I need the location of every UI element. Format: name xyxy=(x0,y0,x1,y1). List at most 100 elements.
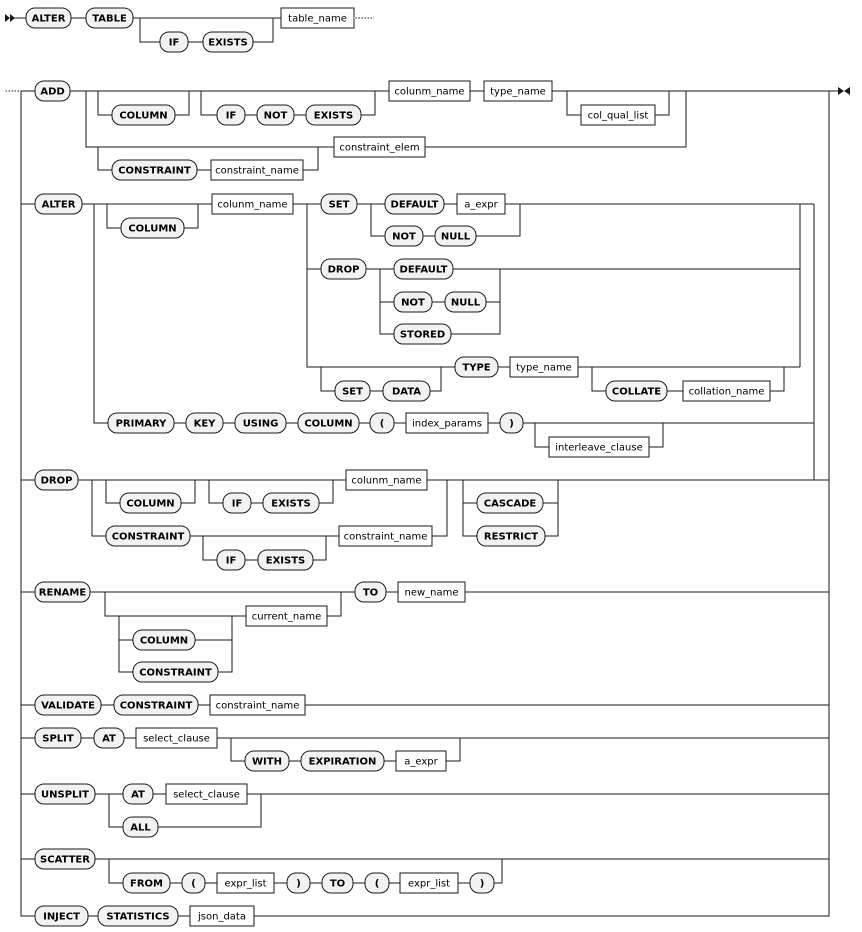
keyword-label: EXISTS xyxy=(208,38,248,49)
nonterminal-expr-list: expr_list xyxy=(399,872,459,894)
keyword-label: SPLIT xyxy=(42,734,74,745)
keyword-box xyxy=(97,905,179,927)
start-arrow xyxy=(10,14,15,22)
keyword-restrict: RESTRICT xyxy=(476,525,546,547)
keyword-to: TO xyxy=(321,872,354,894)
nonterminal-new-name: new_name xyxy=(397,581,466,603)
keyword-box xyxy=(34,905,89,927)
keyword-label: STORED xyxy=(400,330,445,341)
connector-line xyxy=(195,616,233,641)
connector-line xyxy=(118,616,133,673)
keyword-column: COLUMN xyxy=(119,492,182,514)
keyword-box xyxy=(185,412,224,434)
nonterminal-current-name: current_name xyxy=(245,605,328,627)
keyword-add: ADD xyxy=(34,80,71,102)
keyword-label: ) xyxy=(480,879,485,890)
keyword-using: USING xyxy=(234,412,287,434)
keyword-box xyxy=(105,525,191,547)
keyword-box xyxy=(454,356,499,378)
nonterminal-label: collation_name xyxy=(689,387,765,398)
connector-line xyxy=(313,536,327,561)
nonterminal-box xyxy=(211,193,294,215)
nonterminal-box xyxy=(397,581,466,603)
keyword-unsplit: UNSPLIT xyxy=(34,783,96,805)
nonterminal-label: a_expr xyxy=(404,757,438,768)
nonterminal-box xyxy=(483,80,553,102)
keyword-lparen: ( xyxy=(364,872,390,894)
nonterminal-box xyxy=(456,193,506,215)
keyword-box xyxy=(393,323,452,345)
connector-line xyxy=(85,91,334,148)
connector-line xyxy=(253,18,274,43)
keyword-label: INJECT xyxy=(43,912,80,923)
keyword-label: DEFAULT xyxy=(400,265,448,276)
keyword-box xyxy=(111,104,176,126)
keyword-box xyxy=(122,783,154,805)
connector-line xyxy=(139,18,160,43)
connector-line xyxy=(303,147,319,171)
keyword-label: CONSTRAINT xyxy=(112,532,185,543)
nonterminal-colunm-name: colunm_name xyxy=(388,80,471,102)
keyword-label: RENAME xyxy=(39,588,87,599)
keyword-label: USING xyxy=(243,419,279,430)
nonterminal-label: expr_list xyxy=(224,879,266,890)
keyword-box xyxy=(202,31,254,53)
nonterminal-select-clause: select_clause xyxy=(135,727,218,749)
connector-line xyxy=(566,91,581,116)
keyword-column: COLUMN xyxy=(120,217,185,239)
keyword-null: NULL xyxy=(434,225,477,247)
keyword-with: WITH xyxy=(244,750,290,772)
keyword-box xyxy=(382,380,431,402)
nonterminal-label: constraint_name xyxy=(216,701,300,712)
keyword-box xyxy=(132,661,219,683)
keyword-rparen: ) xyxy=(469,872,495,894)
keyword-label: IF xyxy=(232,499,243,510)
keyword-not: NOT xyxy=(384,225,424,247)
keyword-label: NULL xyxy=(441,232,471,243)
nonterminal-label: a_expr xyxy=(464,200,498,211)
connector-line xyxy=(451,302,501,335)
connector-line xyxy=(320,367,335,392)
keyword-box xyxy=(384,225,424,247)
keyword-box xyxy=(120,217,185,239)
keyword-label: TO xyxy=(330,879,345,890)
keyword-label: ADD xyxy=(40,87,64,98)
nonterminal-label: colunm_name xyxy=(351,476,421,487)
keyword-label: COLUMN xyxy=(128,224,176,235)
nonterminal-collation-name: collation_name xyxy=(682,380,771,402)
keyword-box xyxy=(256,104,295,126)
keyword-primary: PRIMARY xyxy=(107,412,175,434)
keyword-label: IF xyxy=(226,556,237,567)
connector-line xyxy=(175,91,190,116)
nonterminal-label: colunm_name xyxy=(394,87,464,98)
keyword-label: EXISTS xyxy=(266,556,306,567)
keyword-data: DATA xyxy=(382,380,431,402)
nonterminal-constraint-name: constraint_name xyxy=(209,694,306,716)
keyword-box xyxy=(85,7,134,29)
nonterminal-box xyxy=(210,159,304,181)
connector-line xyxy=(494,859,503,884)
keyword-label: COLLATE xyxy=(612,387,661,398)
keyword-label: EXISTS xyxy=(314,111,354,122)
nonterminal-box xyxy=(165,783,248,805)
keyword-label: STATISTICS xyxy=(106,912,169,923)
keyword-exists: EXISTS xyxy=(257,549,314,571)
keyword-box xyxy=(119,492,182,514)
nonterminal-label: expr_list xyxy=(408,879,450,890)
keyword-label: SET xyxy=(329,200,350,211)
keyword-box xyxy=(34,581,91,603)
connector-line xyxy=(218,640,233,673)
nonterminal-label: colunm_name xyxy=(217,200,287,211)
keyword-lparen: ( xyxy=(181,872,206,894)
keyword-label: AT xyxy=(102,734,116,745)
connector-line xyxy=(97,147,112,171)
keyword-box xyxy=(107,412,175,434)
nonterminal-a-expr: a_expr xyxy=(456,193,506,215)
connector-line xyxy=(230,738,245,762)
nonterminal-box xyxy=(388,80,471,102)
keyword-label: PRIMARY xyxy=(116,419,168,430)
connector-line xyxy=(370,204,385,237)
nonterminal-json-data: json_data xyxy=(189,905,255,927)
connector-line xyxy=(655,91,670,116)
keyword-label: TO xyxy=(363,588,378,599)
